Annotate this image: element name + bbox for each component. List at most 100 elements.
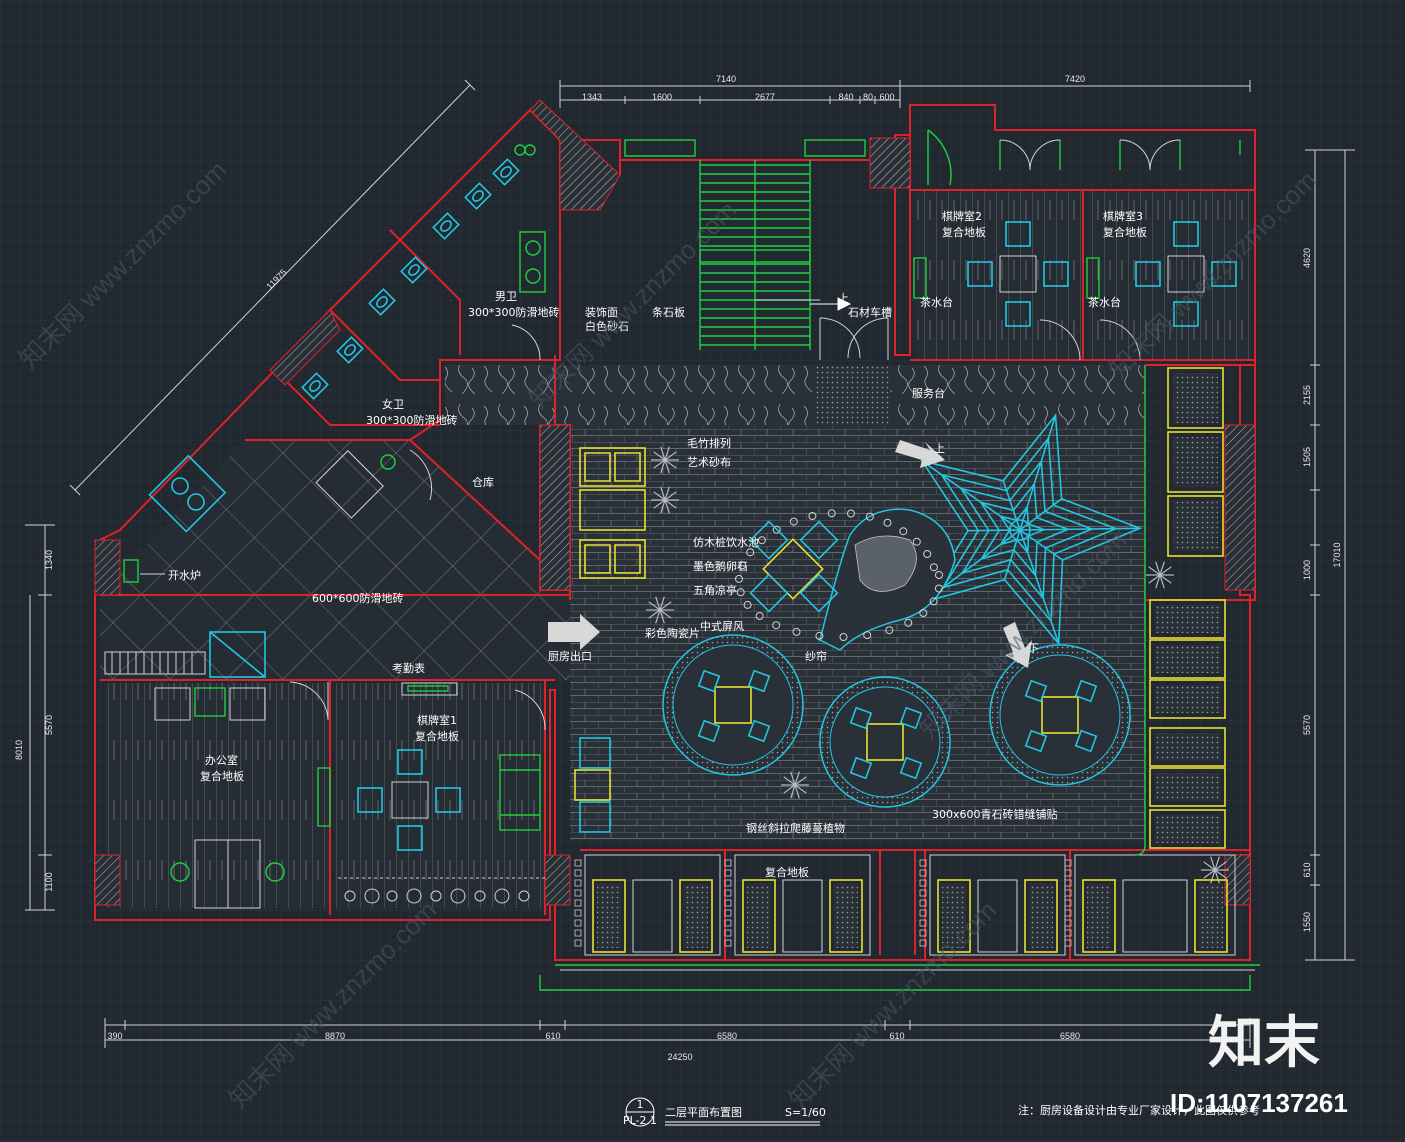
pebble [827,509,836,518]
booth-cushion [597,884,621,948]
pebble [847,509,855,518]
sofa-cushion [1173,373,1218,423]
round-platform-inner [829,686,941,798]
planter [474,890,486,902]
planter-tile [724,939,732,947]
sofa [1167,431,1224,493]
pavilion-rafter [1019,527,1141,531]
label-art-gravel: 艺术砂布 [687,456,731,469]
pebble [883,518,892,527]
sofa [1149,639,1226,679]
label-kitchen-floor: 600*600防滑地砖 [312,591,404,605]
pebble [923,550,932,558]
planter-tile [724,899,732,907]
title-block: 1 PL-2.1 二层平面布置图 S=1/60 注：厨房设备设计由专业厂家设计，… [623,1011,1348,1127]
label-down: 下 [1028,642,1039,655]
planter-tile [919,879,927,887]
label-card-room-1-floor: 复合地板 [415,729,459,743]
planter-tile [574,869,582,877]
label-tea-counter: 茶水台 [920,295,953,309]
sofa [1149,679,1226,719]
label-womens-floor: 300*300防滑地砖 [366,413,458,427]
pebble [885,626,894,635]
dim-left-seg: 5570 [44,715,54,735]
label-wood-post: 仿木桩饮水池 [693,535,759,549]
plant-icon [646,596,674,624]
planter-tile [919,859,927,867]
pebble [736,588,745,597]
stone-rail-area [815,365,890,425]
round-platform-inner [999,654,1121,776]
booth-bench [679,879,713,953]
chair [899,706,923,730]
booth-cushion [1199,884,1223,948]
label-card-room-1: 棋牌室1 [417,713,457,727]
card-room-1-set [338,749,545,904]
dim-right-outer: 17010 [1332,542,1342,567]
planter-tile [1064,909,1072,917]
pavilion-rafter [1019,415,1057,531]
dim-right-seg: 1000 [1302,560,1312,580]
drawing-note: 注：厨房设备设计由专业厂家设计，此图仅供参考 [1018,1103,1260,1117]
booth-bench [592,879,626,953]
booth-bench [937,879,971,953]
pebble [792,627,801,636]
planter [450,888,466,904]
booth-table [782,879,823,953]
label-office-floor: 复合地板 [200,769,244,783]
toilet-fixtures [301,144,546,470]
pebble [839,633,848,641]
pond [735,508,956,651]
bottom-booths [574,854,1236,956]
planter-tile [1064,869,1072,877]
sofa [1149,727,1226,767]
pavilion-rafter [967,529,1021,532]
pavilion-rafter [1003,529,1021,580]
pebble [935,571,943,579]
pebble [934,584,943,593]
pavilion-ring [979,482,1071,578]
card-room-1-floor [335,683,545,908]
planter-tile [574,889,582,897]
planter-tile [1064,939,1072,947]
sofa-cushion [1155,773,1220,801]
dim-bottom-seg: 6580 [717,1031,737,1041]
room-labels: 男卫 300*300防滑地砖 女卫 300*300防滑地砖 仓库 600*600… [168,209,1147,879]
pebble [743,600,752,609]
doors [289,129,1241,731]
dim-left-outer: 8010 [14,740,24,760]
exterior-lines [539,365,1260,991]
label-office: 办公室 [205,753,238,767]
card-room-2-set [913,221,1069,327]
drawing-scale: S=1/60 [785,1106,826,1119]
pavilion-rafter [921,460,1021,531]
planter [386,890,398,902]
pebble [808,512,817,520]
pebble [789,517,798,526]
urinal-icon [464,182,492,210]
pebble [755,612,764,620]
toilet-icon [301,372,329,400]
chair [1074,729,1098,753]
pebble [772,525,781,534]
sofa-sets-right [1149,367,1226,849]
booth-cushion [747,884,771,948]
dim-right-seg: 1505 [1302,447,1312,467]
planter-tile [724,879,732,887]
sofa [1167,495,1224,557]
pavilion-ring [959,459,1095,601]
marble-band [445,365,1145,425]
chair [1024,729,1048,753]
sofa-cushion [1155,605,1220,633]
dim-right-seg: 610 [1302,862,1312,877]
pebble [912,537,921,546]
planter-tile [1064,919,1072,927]
dim-right-seg: 4620 [1302,248,1312,268]
chair [697,669,721,693]
chair [747,719,771,743]
label-strip-stone: 条石板 [652,305,685,319]
label-pavilion: 五角凉亭 [693,583,737,597]
brand-logo: 知末 [1208,1011,1320,1076]
plant-icon [1146,561,1174,589]
planter-tile [574,879,582,887]
